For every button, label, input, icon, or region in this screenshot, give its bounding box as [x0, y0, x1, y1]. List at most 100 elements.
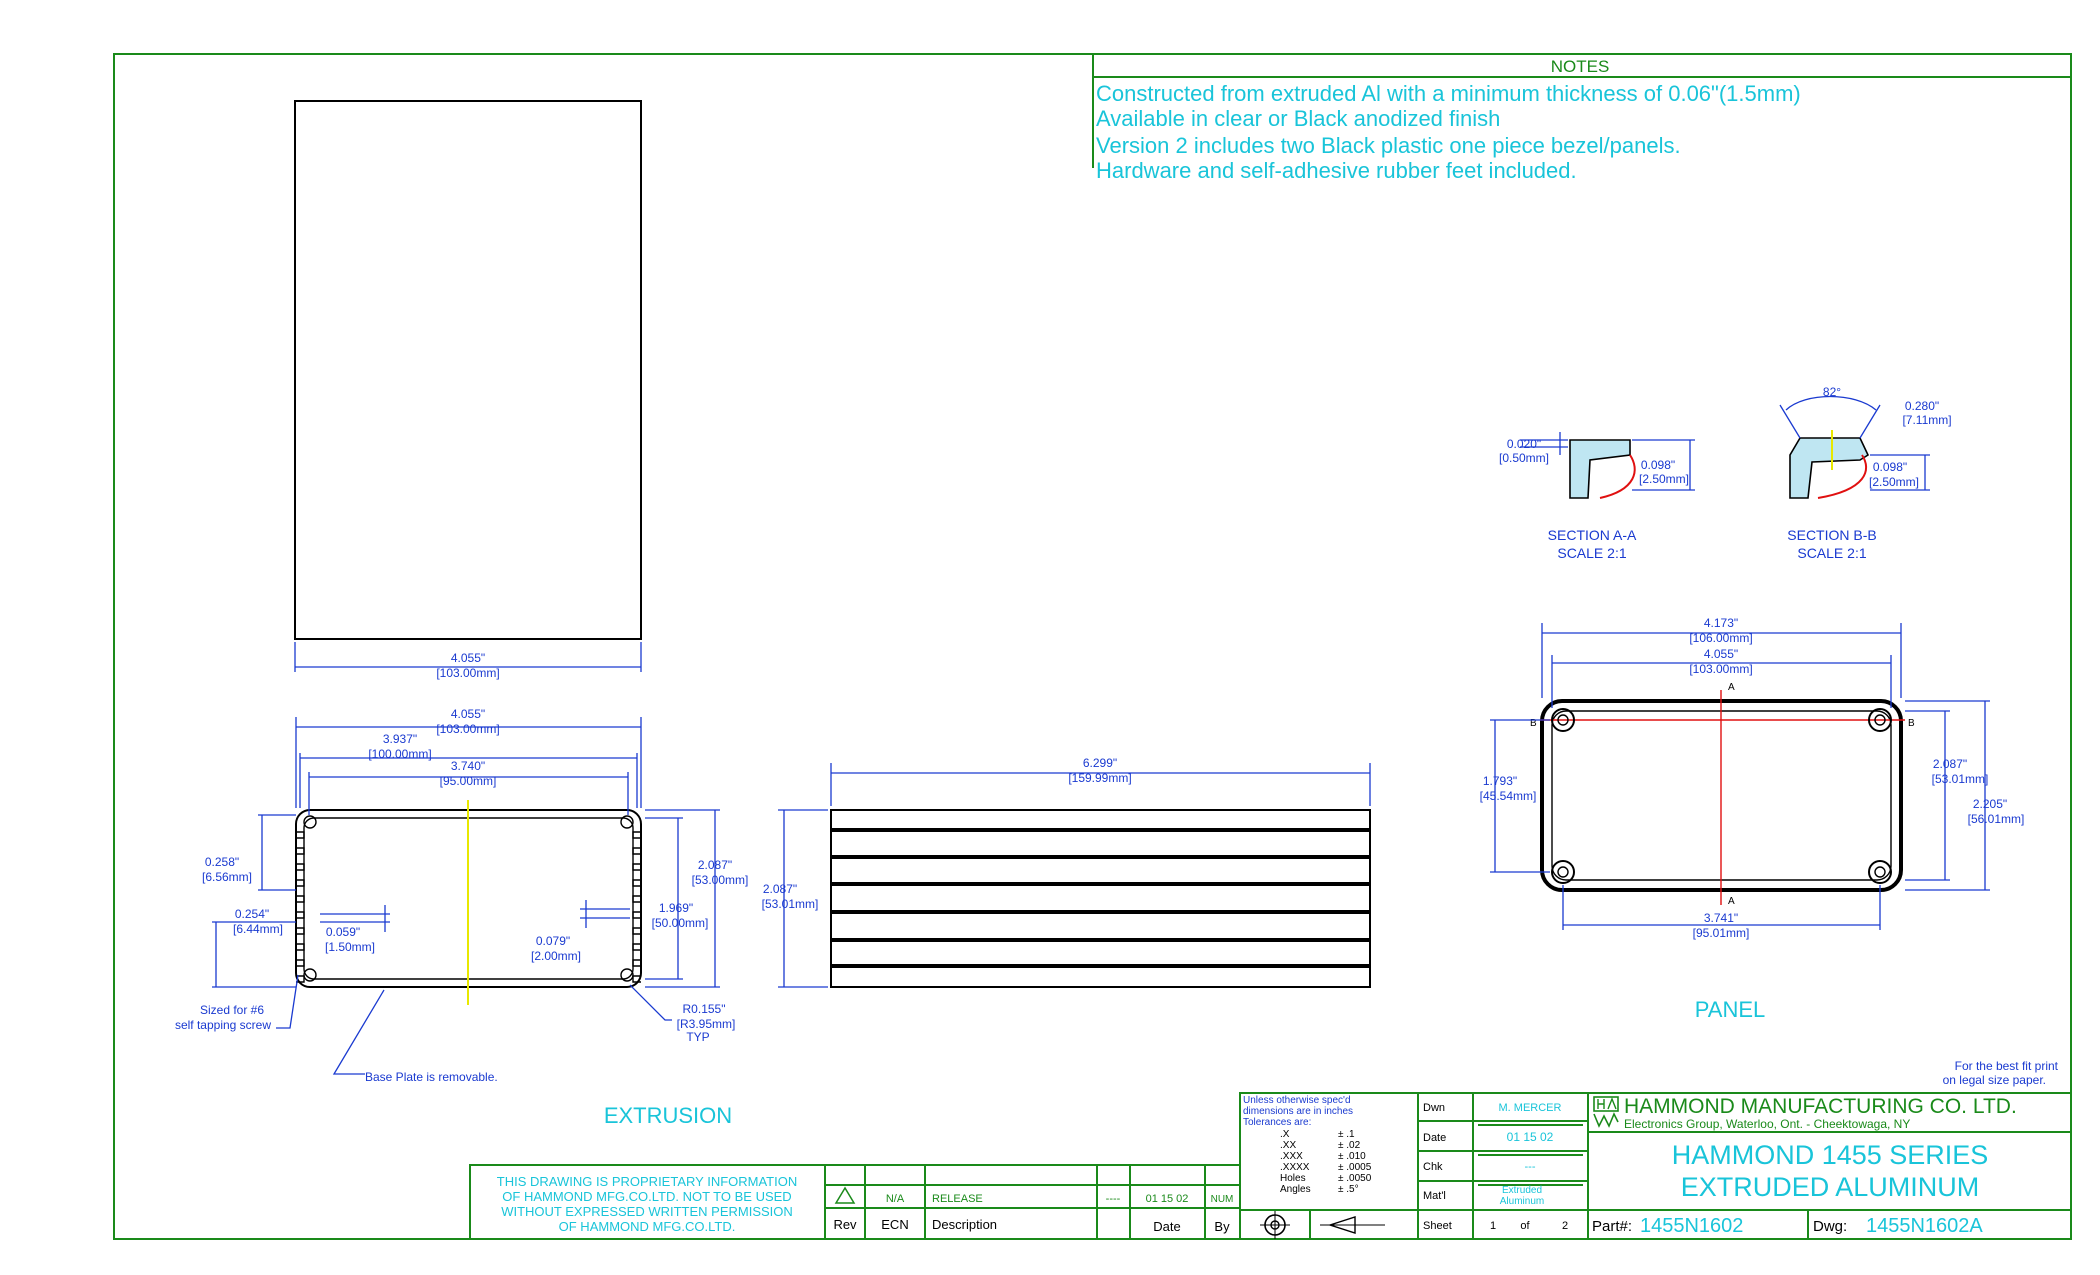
note-line-2: Available in clear or Black anodized fin…: [1096, 106, 1500, 131]
note-line-3: Version 2 includes two Black plastic one…: [1096, 133, 1681, 158]
side-h-in: 2.087": [763, 882, 797, 896]
dwn-label: Dwn: [1423, 1102, 1445, 1114]
sheet-total: 2: [1562, 1220, 1568, 1232]
print-note-1: For the best fit print: [1955, 1059, 2059, 1073]
rev-row-dash: ----: [1106, 1193, 1121, 1205]
tolerance-block: Unless otherwise spec'd dimensions are i…: [1239, 1092, 1419, 1240]
ext-e-mm: [2.00mm]: [531, 949, 581, 963]
note-line-1: Constructed from extruded Al with a mini…: [1096, 81, 1801, 106]
tol-key-1: .XX: [1280, 1140, 1296, 1151]
section-aa: 0.020" [0.50mm] 0.098" [2.50mm] SECTION …: [1499, 432, 1695, 561]
ext-r-mm: [R3.95mm]: [677, 1017, 736, 1031]
aa-d2-mm: [2.50mm]: [1639, 472, 1689, 486]
sheet-of: of: [1520, 1220, 1530, 1232]
notes-title: NOTES: [1551, 57, 1610, 76]
tol-val-5: ± .5°: [1338, 1184, 1359, 1195]
ext-h1-mm: [53.00mm]: [692, 873, 749, 887]
ext-r-in: R0.155": [683, 1002, 726, 1016]
ext-d1-mm: [103.00mm]: [436, 722, 499, 736]
panel-label: PANEL: [1695, 997, 1766, 1022]
prop-line-4: OF HAMMOND MFG.CO.LTD.: [559, 1219, 736, 1234]
rev-header-desc: Description: [932, 1217, 997, 1232]
ext-d3-in: 3.740": [451, 759, 485, 773]
series-line-2: EXTRUDED ALUMINUM: [1681, 1172, 1980, 1202]
sheet-num: 1: [1490, 1220, 1496, 1232]
panel-mark-b-left: B: [1530, 718, 1537, 729]
bb-d2-in: 0.098": [1873, 460, 1907, 474]
panel-h3-in: 2.205": [1973, 797, 2007, 811]
section-aa-label: SECTION A-A: [1548, 527, 1637, 543]
bb-d2-mm: [2.50mm]: [1869, 475, 1919, 489]
side-h-mm: [53.01mm]: [762, 897, 819, 911]
rev-row-date: 01 15 02: [1146, 1193, 1189, 1205]
rev-header-ecn: ECN: [881, 1217, 908, 1232]
matl-value-2: Aluminum: [1500, 1196, 1544, 1207]
notes-block: NOTES Constructed from extruded Al with …: [1092, 54, 2071, 183]
panel-hole-bl: [1551, 860, 1575, 884]
aa-d1-mm: [0.50mm]: [1499, 451, 1549, 465]
proprietary-box: THIS DRAWING IS PROPRIETARY INFORMATION …: [469, 1164, 826, 1240]
tol-val-1: ± .02: [1338, 1140, 1361, 1151]
company-sub: Electronics Group, Waterloo, Ont. - Chee…: [1624, 1117, 1910, 1131]
tol-key-4: Holes: [1280, 1173, 1306, 1184]
print-note-2: on legal size paper.: [1943, 1073, 2046, 1087]
ext-r-typ: TYP: [686, 1030, 709, 1044]
side-view-outline: [830, 809, 1371, 988]
screw-note-1: Sized for #6: [200, 1003, 264, 1017]
tol-key-2: .XXX: [1280, 1151, 1303, 1162]
dwg-value: 1455N1602A: [1866, 1215, 1983, 1237]
company-name: HAMMOND MANUFACTURING CO. LTD.: [1624, 1095, 2017, 1118]
tol-val-0: ± .1: [1338, 1129, 1355, 1140]
panel-mark-a-top: A: [1728, 682, 1735, 693]
panel-w2-in: 4.055": [1704, 647, 1738, 661]
extrusion-label: EXTRUSION: [604, 1103, 732, 1128]
ext-h2-mm: [50.00mm]: [652, 916, 709, 930]
ext-c-in: 0.059": [326, 925, 360, 939]
tol-val-4: ± .0050: [1338, 1173, 1372, 1184]
ext-h1-in: 2.087": [698, 858, 732, 872]
rev-header-rev: Rev: [833, 1217, 857, 1232]
top-dim-in: 4.055": [451, 651, 485, 665]
projection-symbol-icon: [1260, 1211, 1385, 1239]
top-view: 4.055" [103.00mm]: [294, 100, 642, 680]
panel-hole-br: [1868, 860, 1892, 884]
note-line-4: Hardware and self-adhesive rubber feet i…: [1096, 158, 1577, 183]
revision-block: N/A RELEASE ---- 01 15 02 NUM Rev ECN De…: [824, 1164, 1241, 1240]
tol-key-3: .XXXX: [1280, 1162, 1310, 1173]
revision-triangle-icon: [834, 1186, 856, 1204]
prop-line-1: THIS DRAWING IS PROPRIETARY INFORMATION: [497, 1174, 797, 1189]
prop-line-2: OF HAMMOND MFG.CO.LTD. NOT TO BE USED: [502, 1189, 791, 1204]
chk-label: Chk: [1423, 1161, 1443, 1173]
panel-mark-b-right: B: [1908, 718, 1915, 729]
screw-note-2: self tapping screw: [175, 1018, 271, 1032]
panel-mark-a-bottom: A: [1728, 896, 1735, 907]
tol-key-5: Angles: [1280, 1184, 1311, 1195]
ext-a-mm: [6.56mm]: [202, 870, 252, 884]
panel-h1-mm: [45.54mm]: [1480, 789, 1537, 803]
ext-a-in: 0.258": [205, 855, 239, 869]
ext-c-mm: [1.50mm]: [325, 940, 375, 954]
top-dim-mm: [103.00mm]: [436, 666, 499, 680]
bb-d1-in: 0.280": [1905, 399, 1939, 413]
extrusion-view: 4.055" [103.00mm] 3.937" [100.00mm] 3.74…: [175, 707, 748, 1128]
ext-b-mm: [6.44mm]: [233, 922, 283, 936]
sheet-label: Sheet: [1423, 1220, 1452, 1232]
top-view-outline: [294, 100, 642, 640]
ext-d2-in: 3.937": [383, 732, 417, 746]
ext-h2-in: 1.969": [659, 901, 693, 915]
ext-d2-mm: [100.00mm]: [368, 747, 431, 761]
aa-d1-in: 0.020": [1507, 437, 1541, 451]
rev-row-by: NUM: [1211, 1194, 1234, 1205]
ext-d1-in: 4.055": [451, 707, 485, 721]
hammond-logo: [1593, 1096, 1619, 1128]
panel-h3-mm: [56.01mm]: [1968, 812, 2025, 826]
panel-view: A A B B 4.173" [106.00mm] 4.055" [103.00…: [1480, 616, 2025, 1022]
tol-key-0: .X: [1280, 1129, 1290, 1140]
ext-b-in: 0.254": [235, 907, 269, 921]
tol-header-2: dimensions are in inches: [1243, 1106, 1353, 1117]
date-label: Date: [1423, 1132, 1446, 1144]
panel-h2-mm: [53.01mm]: [1932, 772, 1989, 786]
matl-value-1: Extruded: [1502, 1185, 1542, 1196]
section-aa-scale: SCALE 2:1: [1557, 545, 1626, 561]
